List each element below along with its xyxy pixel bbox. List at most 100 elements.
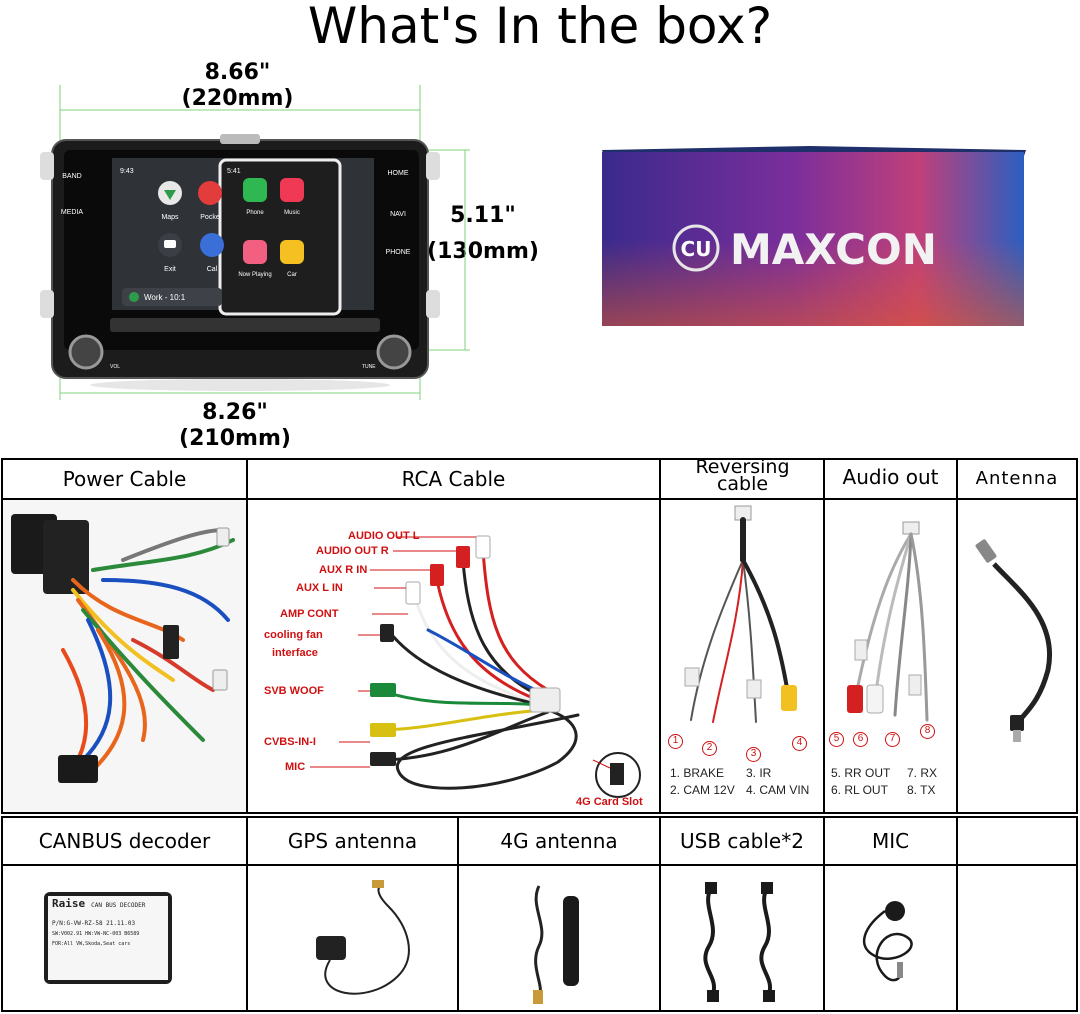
audio-legend-6: 6. RL OUT bbox=[831, 783, 888, 797]
app-nowplaying-label: Now Playing bbox=[238, 272, 271, 278]
radio-right-btn-1: HOME bbox=[388, 170, 409, 177]
rca-label-svb-woof: SVB WOOF bbox=[264, 685, 324, 697]
audio-num-5: 5 bbox=[829, 732, 844, 747]
header-gps-antenna: GPS antenna bbox=[287, 829, 418, 853]
rca-cable-image bbox=[310, 535, 641, 798]
bottom-width-in: 8.26" bbox=[202, 400, 268, 425]
col-divider-2 bbox=[659, 458, 661, 814]
canbus-line4: FOR:All VW,Skoda,Seat cars bbox=[52, 941, 131, 947]
rca-label-mic: MIC bbox=[285, 761, 306, 773]
product-box: CU MAXCON bbox=[602, 146, 1026, 326]
bottom-width-label: 8.26" (210mm) bbox=[165, 400, 305, 452]
grid-header-divider-bottom bbox=[1, 864, 1078, 866]
top-width-label: 8.66" (220mm) bbox=[170, 60, 305, 112]
top-width-in: 8.66" bbox=[204, 60, 271, 85]
reversing-cable-image bbox=[684, 505, 797, 723]
mic-image bbox=[863, 901, 913, 982]
rca-label-aux-l-in: AUX L IN bbox=[296, 582, 343, 594]
usb-cables-image bbox=[703, 882, 775, 1002]
header-rca-cable: RCA Cable bbox=[401, 467, 506, 491]
box-logo-text: CU bbox=[681, 237, 712, 261]
accessories-grid-top bbox=[1, 458, 1078, 814]
height-in: 5.11" bbox=[450, 203, 516, 228]
rca-label-aux-r-in: AUX R IN bbox=[319, 564, 368, 576]
box-brand: MAXCON bbox=[730, 225, 937, 274]
dimension-lines bbox=[59, 85, 470, 400]
app-phone-label: Phone bbox=[246, 210, 264, 216]
canbus-line1: CAN BUS DECODER bbox=[91, 902, 146, 909]
power-cable-image bbox=[3, 500, 246, 812]
height-mm: (130mm) bbox=[427, 239, 539, 264]
rca-label-audio-out-l: AUDIO OUT L bbox=[348, 530, 420, 542]
reversing-num-1: 1 bbox=[668, 734, 683, 749]
col-divider-b4 bbox=[823, 816, 825, 1012]
knob-right-label: TUNE bbox=[362, 364, 376, 370]
reversing-legend-1: 1. BRAKE bbox=[670, 766, 725, 780]
canbus-line3: SW:V002.91 HW:VW-NC-003 B6589 bbox=[52, 931, 140, 937]
col-divider-b1 bbox=[246, 816, 248, 1012]
col-divider-3 bbox=[823, 458, 825, 814]
radio-left-btn-1: BAND bbox=[62, 173, 81, 180]
rca-label-amp-cont: AMP CONT bbox=[280, 608, 339, 620]
header-antenna: Antenna bbox=[975, 468, 1059, 489]
col-divider-b5 bbox=[956, 816, 958, 1012]
page-title: What's In the box? bbox=[307, 0, 773, 55]
antenna-image bbox=[975, 539, 1052, 742]
bottom-width-mm: (210mm) bbox=[179, 426, 291, 451]
radio-right-btn-3: PHONE bbox=[386, 249, 411, 256]
reversing-num-4: 4 bbox=[792, 736, 807, 751]
col-divider-b2 bbox=[457, 816, 459, 1012]
audio-num-7: 7 bbox=[885, 732, 900, 747]
col-divider-1 bbox=[246, 458, 248, 814]
rca-label-interface: interface bbox=[272, 647, 318, 659]
app-pocke-label: Pocke bbox=[200, 214, 220, 221]
header-power-cable: Power Cable bbox=[62, 467, 187, 491]
screen-nav-text: Work - 10:1 bbox=[144, 293, 186, 302]
reversing-legend-4: 4. CAM VIN bbox=[746, 783, 810, 797]
header-reversing-cable-line-1: Reversing bbox=[695, 456, 790, 478]
col-divider-4 bbox=[956, 458, 958, 814]
audio-legend-5: 5. RR OUT bbox=[831, 766, 891, 780]
app-car-label: Car bbox=[287, 272, 297, 278]
rca-label-cooling-fan: cooling fan bbox=[264, 629, 323, 641]
rca-label-audio-out-r: AUDIO OUT R bbox=[316, 545, 389, 557]
reversing-num-3: 3 bbox=[746, 747, 761, 762]
header-audio-out: Audio out bbox=[842, 465, 939, 489]
rca-label-4g-card-slot: 4G Card Slot bbox=[576, 796, 643, 808]
canbus-line2: P/N:G-VW-RZ-58 21.11.03 bbox=[52, 920, 136, 927]
app-music-label: Music bbox=[284, 210, 300, 216]
gps-antenna-image bbox=[316, 880, 410, 995]
audio-num-6: 6 bbox=[853, 732, 868, 747]
screen-time-left: 9:43 bbox=[120, 168, 134, 175]
app-cal-label: Cal bbox=[207, 266, 218, 273]
reversing-legend-2: 2. CAM 12V bbox=[670, 783, 735, 797]
grid-header-divider-top bbox=[1, 498, 1078, 500]
height-label: 5.11" (130mm) bbox=[422, 203, 544, 265]
col-divider-b3 bbox=[659, 816, 661, 1012]
header-mic: MIC bbox=[871, 829, 910, 853]
audio-num-8: 8 bbox=[920, 724, 935, 739]
app-maps-label: Maps bbox=[161, 214, 179, 221]
canbus-decoder-image: Raise CAN BUS DECODER P/N:G-VW-RZ-58 21.… bbox=[44, 892, 172, 984]
canbus-label-sticker: Raise CAN BUS DECODER P/N:G-VW-RZ-58 21.… bbox=[48, 896, 168, 980]
canbus-brand: Raise bbox=[52, 897, 86, 910]
rca-label-cvbs-in: CVBS-IN-I bbox=[264, 736, 316, 748]
app-exit-label: Exit bbox=[164, 266, 176, 273]
header-usb-cable: USB cable*2 bbox=[680, 829, 804, 853]
radio-right-btn-2: NAVI bbox=[390, 211, 406, 218]
header-canbus: CANBUS decoder bbox=[38, 829, 211, 853]
audio-legend-8: 8. TX bbox=[907, 783, 936, 797]
car-radio-unit: BAND MEDIA HOME NAVI PHONE 9:43 5:41 VOL… bbox=[40, 134, 440, 391]
top-width-mm: (220mm) bbox=[181, 86, 294, 111]
4g-antenna-image bbox=[533, 885, 579, 1004]
reversing-num-2: 2 bbox=[702, 741, 717, 756]
header-4g-antenna: 4G antenna bbox=[500, 829, 618, 853]
header-reversing-cable-line-2: cable bbox=[716, 473, 769, 495]
radio-left-btn-2: MEDIA bbox=[61, 209, 84, 216]
accessories-grid-bottom bbox=[1, 816, 1078, 1012]
reversing-legend-3: 3. IR bbox=[746, 766, 772, 780]
knob-left-label: VOL bbox=[110, 364, 120, 370]
screen-time-right: 5:41 bbox=[227, 168, 241, 175]
audio-out-image bbox=[847, 521, 929, 722]
